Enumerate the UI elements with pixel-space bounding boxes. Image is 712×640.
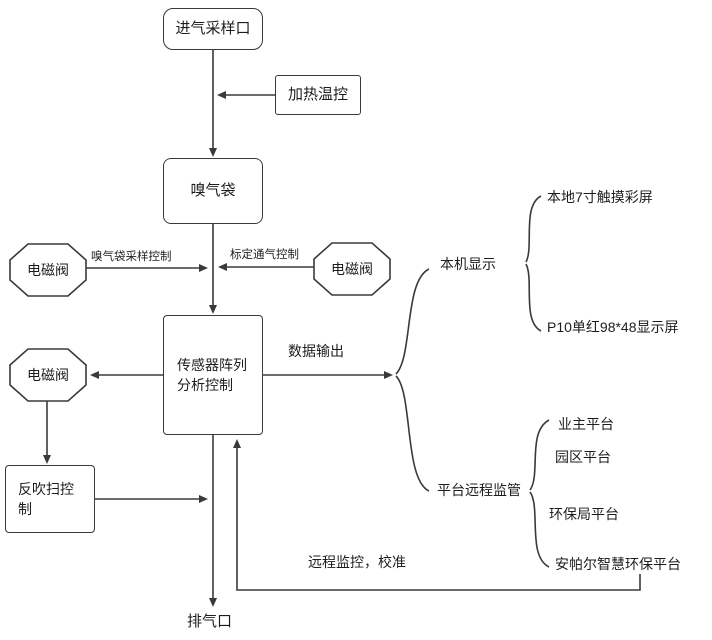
arrow-up-remote <box>233 439 241 448</box>
node-inlet-label: 进气采样口 <box>175 20 251 37</box>
leaf-platform-epa: 环保局平台 <box>549 506 619 522</box>
arrow-right-sampling <box>199 264 208 272</box>
arrow-down-sensor <box>209 305 217 314</box>
arrow-down-backflush <box>43 455 51 464</box>
valve-backflush-label: 电磁阀 <box>27 367 69 383</box>
brace-display-upper <box>525 195 542 263</box>
brace-output-lower <box>395 375 430 492</box>
arrow-left-heater <box>217 91 226 99</box>
edge-label-calibration-vent-control: 标定通气控制 <box>230 249 299 261</box>
arrow-right-data-output <box>384 371 393 379</box>
node-backflush-control: 反吹扫控制 <box>5 465 95 533</box>
branch-platform-supervision: 平台远程监管 <box>437 482 521 498</box>
arrow-down-gasbag <box>209 148 217 157</box>
brace-platform-upper <box>529 419 550 491</box>
leaf-platform-anpal: 安帕尔智慧环保平台 <box>555 556 681 572</box>
node-backflush-control-label: 反吹扫控制 <box>18 481 74 517</box>
node-gas-bag-label: 嗅气袋 <box>190 182 236 199</box>
leaf-local-touch-screen: 本地7寸触摸彩屏 <box>547 189 653 205</box>
branch-local-display: 本机显示 <box>440 256 496 272</box>
brace-output-upper <box>395 268 430 375</box>
edge-label-data-output: 数据输出 <box>288 343 344 359</box>
node-inlet: 进气采样口 <box>163 8 263 50</box>
valve-bag-sampling-label: 电磁阀 <box>27 262 69 278</box>
label-exhaust-port: 排气口 <box>187 613 233 630</box>
node-gas-bag: 嗅气袋 <box>163 158 263 224</box>
brace-platform-lower <box>529 491 550 568</box>
node-sensor-array-label: 传感器阵列分析控制 <box>177 357 247 393</box>
node-heater-label: 加热温控 <box>287 86 348 103</box>
arrow-left-calibration <box>218 263 227 271</box>
brace-display-lower <box>525 263 542 332</box>
node-sensor-array: 传感器阵列分析控制 <box>163 315 263 435</box>
arrow-right-backflush <box>199 495 208 503</box>
node-heater: 加热温控 <box>275 75 361 115</box>
leaf-platform-park: 园区平台 <box>555 449 611 465</box>
valve-calibration-label: 电磁阀 <box>331 261 373 277</box>
arrow-left-valve <box>90 371 99 379</box>
arrow-down-exhaust <box>209 598 217 607</box>
edge-label-remote-monitoring: 远程监控，校准 <box>308 554 406 570</box>
edge-label-bag-sampling-control: 嗅气袋采样控制 <box>91 251 172 263</box>
leaf-p10-display: P10单红98*48显示屏 <box>547 319 679 335</box>
leaf-platform-owner: 业主平台 <box>558 416 614 432</box>
